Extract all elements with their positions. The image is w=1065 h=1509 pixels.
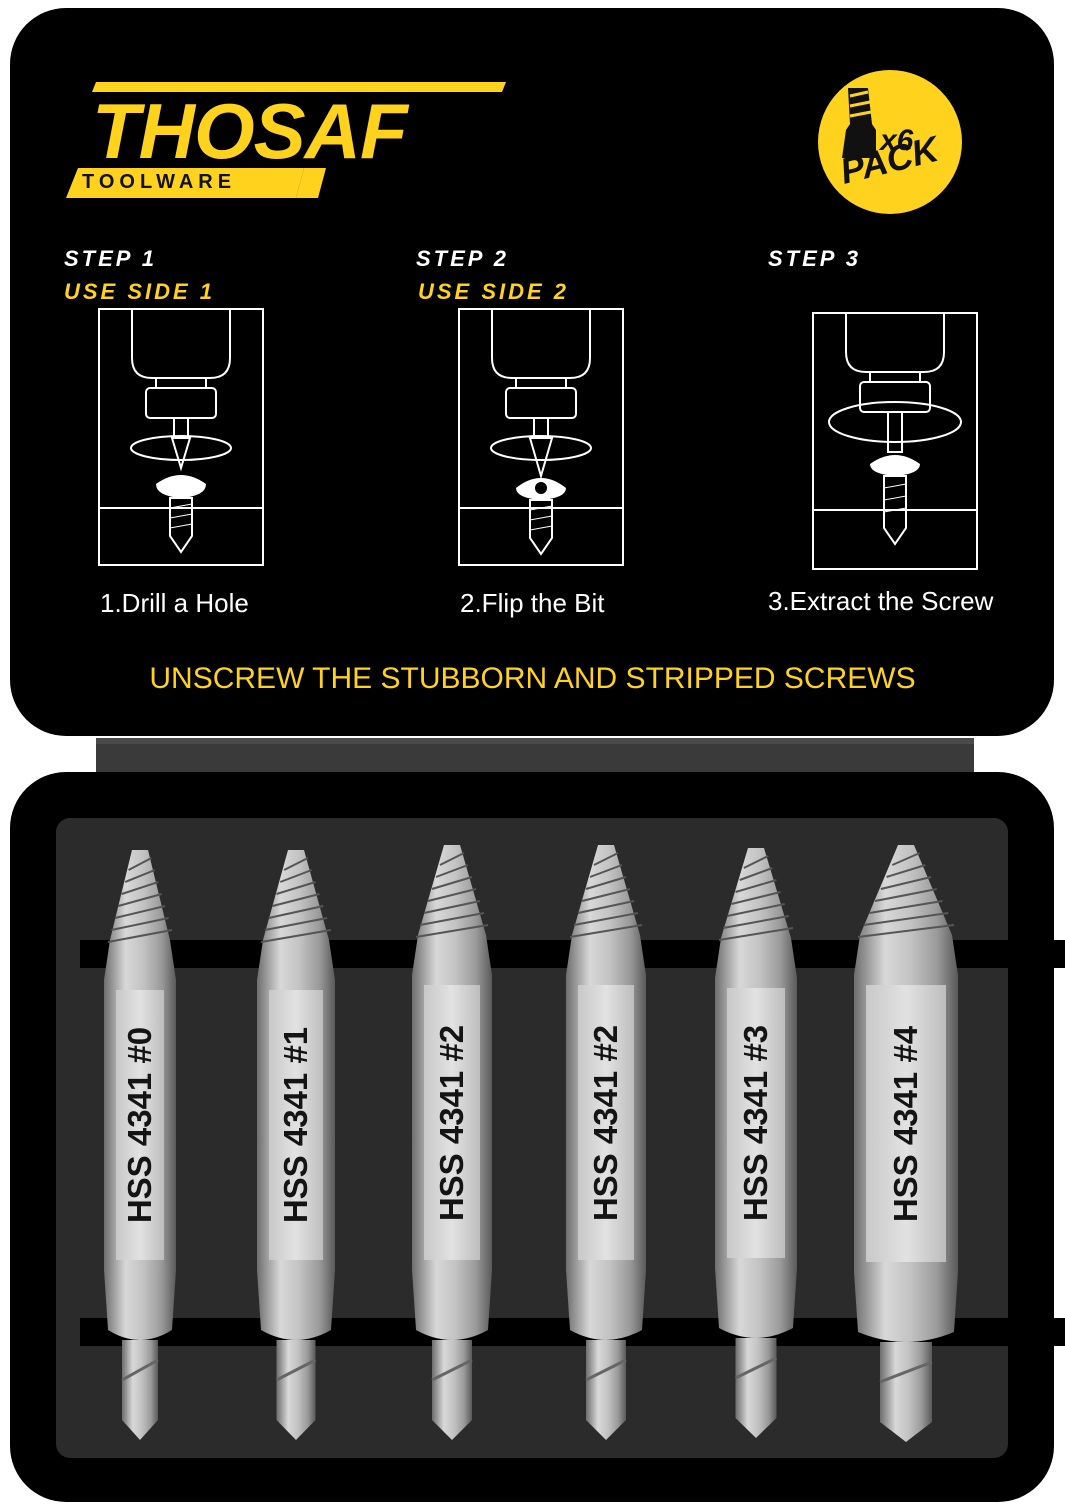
bit-tray	[56, 818, 1008, 1458]
bit-label: HSS 4341 #3	[737, 1024, 774, 1222]
extractor-bit	[104, 850, 176, 1440]
extractor-bit-icon	[842, 88, 876, 158]
step-1-caption: 1.Drill a Hole	[100, 588, 249, 618]
step-3-title: STEP 3	[768, 246, 861, 271]
extractor-bit	[854, 845, 958, 1442]
extractor-bit	[257, 850, 335, 1440]
step-2-caption: 2.Flip the Bit	[460, 588, 605, 618]
step-2-diagram	[458, 308, 624, 566]
pack-badge	[818, 70, 962, 214]
bit-label: HSS 4341 #2	[587, 1024, 624, 1221]
brand-subtitle: TOOLWARE	[82, 171, 237, 193]
tagline: UNSCREW THE STUBBORN AND STRIPPED SCREWS	[149, 662, 916, 695]
step-3-diagram	[812, 312, 978, 570]
step-2-title: STEP 2	[416, 246, 509, 271]
extractor-bit	[412, 845, 492, 1440]
extractor-bit	[715, 848, 797, 1438]
step-1-title: STEP 1	[64, 246, 157, 271]
extractor-bit	[566, 845, 646, 1440]
pack-count: x6	[880, 124, 914, 157]
brand-name: THOSAF	[92, 87, 408, 175]
bit-label: HSS 4341 #2	[433, 1024, 470, 1221]
step-1-diagram	[98, 308, 264, 566]
bit-label: HSS 4341 #4	[887, 1025, 924, 1222]
step-2-side: USE SIDE 2	[418, 279, 570, 304]
bit-label: HSS 4341 #0	[121, 1026, 158, 1224]
step-1-side: USE SIDE 1	[64, 279, 216, 304]
bit-label: HSS 4341 #1	[277, 1026, 314, 1224]
brand-logo	[66, 82, 506, 198]
step-3-caption: 3.Extract the Screw	[768, 586, 994, 616]
